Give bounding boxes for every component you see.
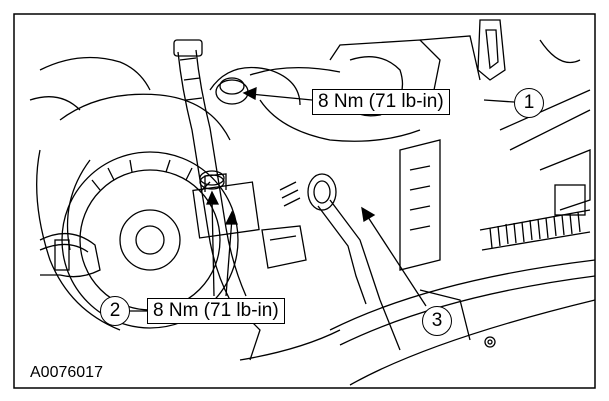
ribbed-hose	[479, 209, 591, 251]
engine-line-art	[29, 19, 596, 386]
torque-label-1: 8 Nm (71 lb-in)	[312, 89, 450, 115]
callout-number-3: 3	[422, 306, 452, 336]
leader-lines	[130, 86, 515, 312]
torque-label-2: 8 Nm (71 lb-in)	[147, 298, 285, 324]
figure-border	[13, 13, 596, 389]
figure-id: A0076017	[30, 364, 103, 381]
callout-number-2: 2	[100, 296, 130, 326]
callout-number-1: 1	[514, 88, 544, 118]
